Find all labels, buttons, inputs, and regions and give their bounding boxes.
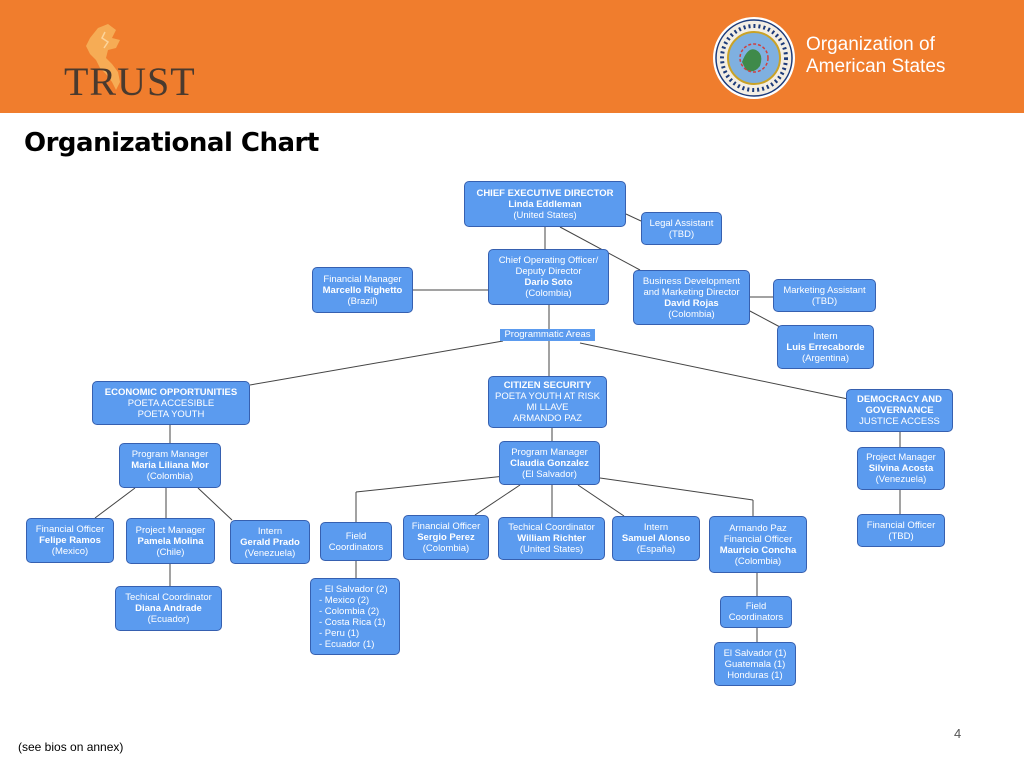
connector-prog-econ (249, 340, 504, 386)
node-financial-manager: Financial Manager Marcello Righetto (Bra… (312, 267, 413, 313)
oas-name: Organization of American States (806, 34, 946, 77)
connector-bizdev-intern (747, 309, 781, 328)
node-fo-tbd: Financial Officer (TBD) (857, 514, 945, 547)
node-armando-financial-officer: Armando Paz Financial Officer Mauricio C… (709, 516, 807, 573)
footnote: (see bios on annex) (18, 740, 124, 754)
node-intern-samuel: Intern Samuel Alonso (España) (612, 516, 700, 561)
node-countries-list-1: - El Salvador (2) - Mexico (2) - Colombi… (310, 578, 400, 655)
node-pm-pamela: Project Manager Pamela Molina (Chile) (126, 518, 215, 564)
node-chief-operating-officer: Chief Operating Officer/ Deputy Director… (488, 249, 609, 305)
oas-seal (712, 16, 796, 100)
node-legal-assistant: Legal Assistant (TBD) (641, 212, 722, 245)
trust-logo: TRUST (50, 20, 200, 104)
node-economic-opportunities: ECONOMIC OPPORTUNITIES POETA ACCESIBLE P… (92, 381, 250, 425)
node-tc-diana: Techical Coordinator Diana Andrade (Ecua… (115, 586, 222, 631)
node-pm-claudia: Program Manager Claudia Gonzalez (El Sal… (499, 441, 600, 485)
page-title: Organizational Chart (24, 128, 319, 158)
node-chief-executive-director: CHIEF EXECUTIVE DIRECTOR Linda Eddleman … (464, 181, 626, 227)
node-citizen-security: CITIZEN SECURITY POETA YOUTH AT RISK MI … (488, 376, 607, 428)
node-business-development-director: Business Development and Marketing Direc… (633, 270, 750, 325)
connector-prog-democracy (579, 342, 849, 400)
connector-maria-gerald (197, 487, 233, 521)
node-democracy-governance: DEMOCRACY AND GOVERNANCE JUSTICE ACCESS (846, 389, 953, 432)
connector-ceo-legal (625, 213, 642, 222)
trust-wordmark: TRUST (64, 59, 196, 104)
node-fo-sergio: Financial Officer Sergio Perez (Colombia… (403, 515, 489, 560)
node-countries-list-2: El Salvador (1) Guatemala (1) Honduras (… (714, 642, 796, 686)
node-pm-maria: Program Manager Maria Liliana Mor (Colom… (119, 443, 221, 488)
node-fo-felipe: Financial Officer Felipe Ramos (Mexico) (26, 518, 114, 563)
connector-maria-felipe (94, 487, 136, 519)
americas-map-icon (86, 24, 120, 90)
connector-claudia-sergio (474, 484, 521, 516)
page-number: 4 (954, 726, 962, 741)
node-field-coordinators-1: Field Coordinators (320, 522, 392, 561)
oas-seal-icon (713, 17, 795, 99)
node-marketing-assistant: Marketing Assistant (TBD) (773, 279, 876, 312)
header-banner: TRUST Organization of American States (0, 0, 1024, 113)
connector-claudia-samuel (577, 484, 625, 517)
programmatic-areas-label: Programmatic Areas (500, 329, 595, 341)
node-intern-gerald: Intern Gerald Prado (Venezuela) (230, 520, 310, 564)
connector-claudia-fieldbar (355, 475, 506, 493)
node-pm-silvina: Project Manager Silvina Acosta (Venezuel… (857, 447, 945, 490)
node-intern-luis: Intern Luis Errecaborde (Argentina) (777, 325, 874, 369)
connector-ceo-bizdev (559, 226, 641, 271)
connector-claudia-armando-a (599, 477, 754, 501)
node-tc-william: Techical Coordinator William Richter (Un… (498, 517, 605, 560)
node-field-coordinators-2: Field Coordinators (720, 596, 792, 628)
